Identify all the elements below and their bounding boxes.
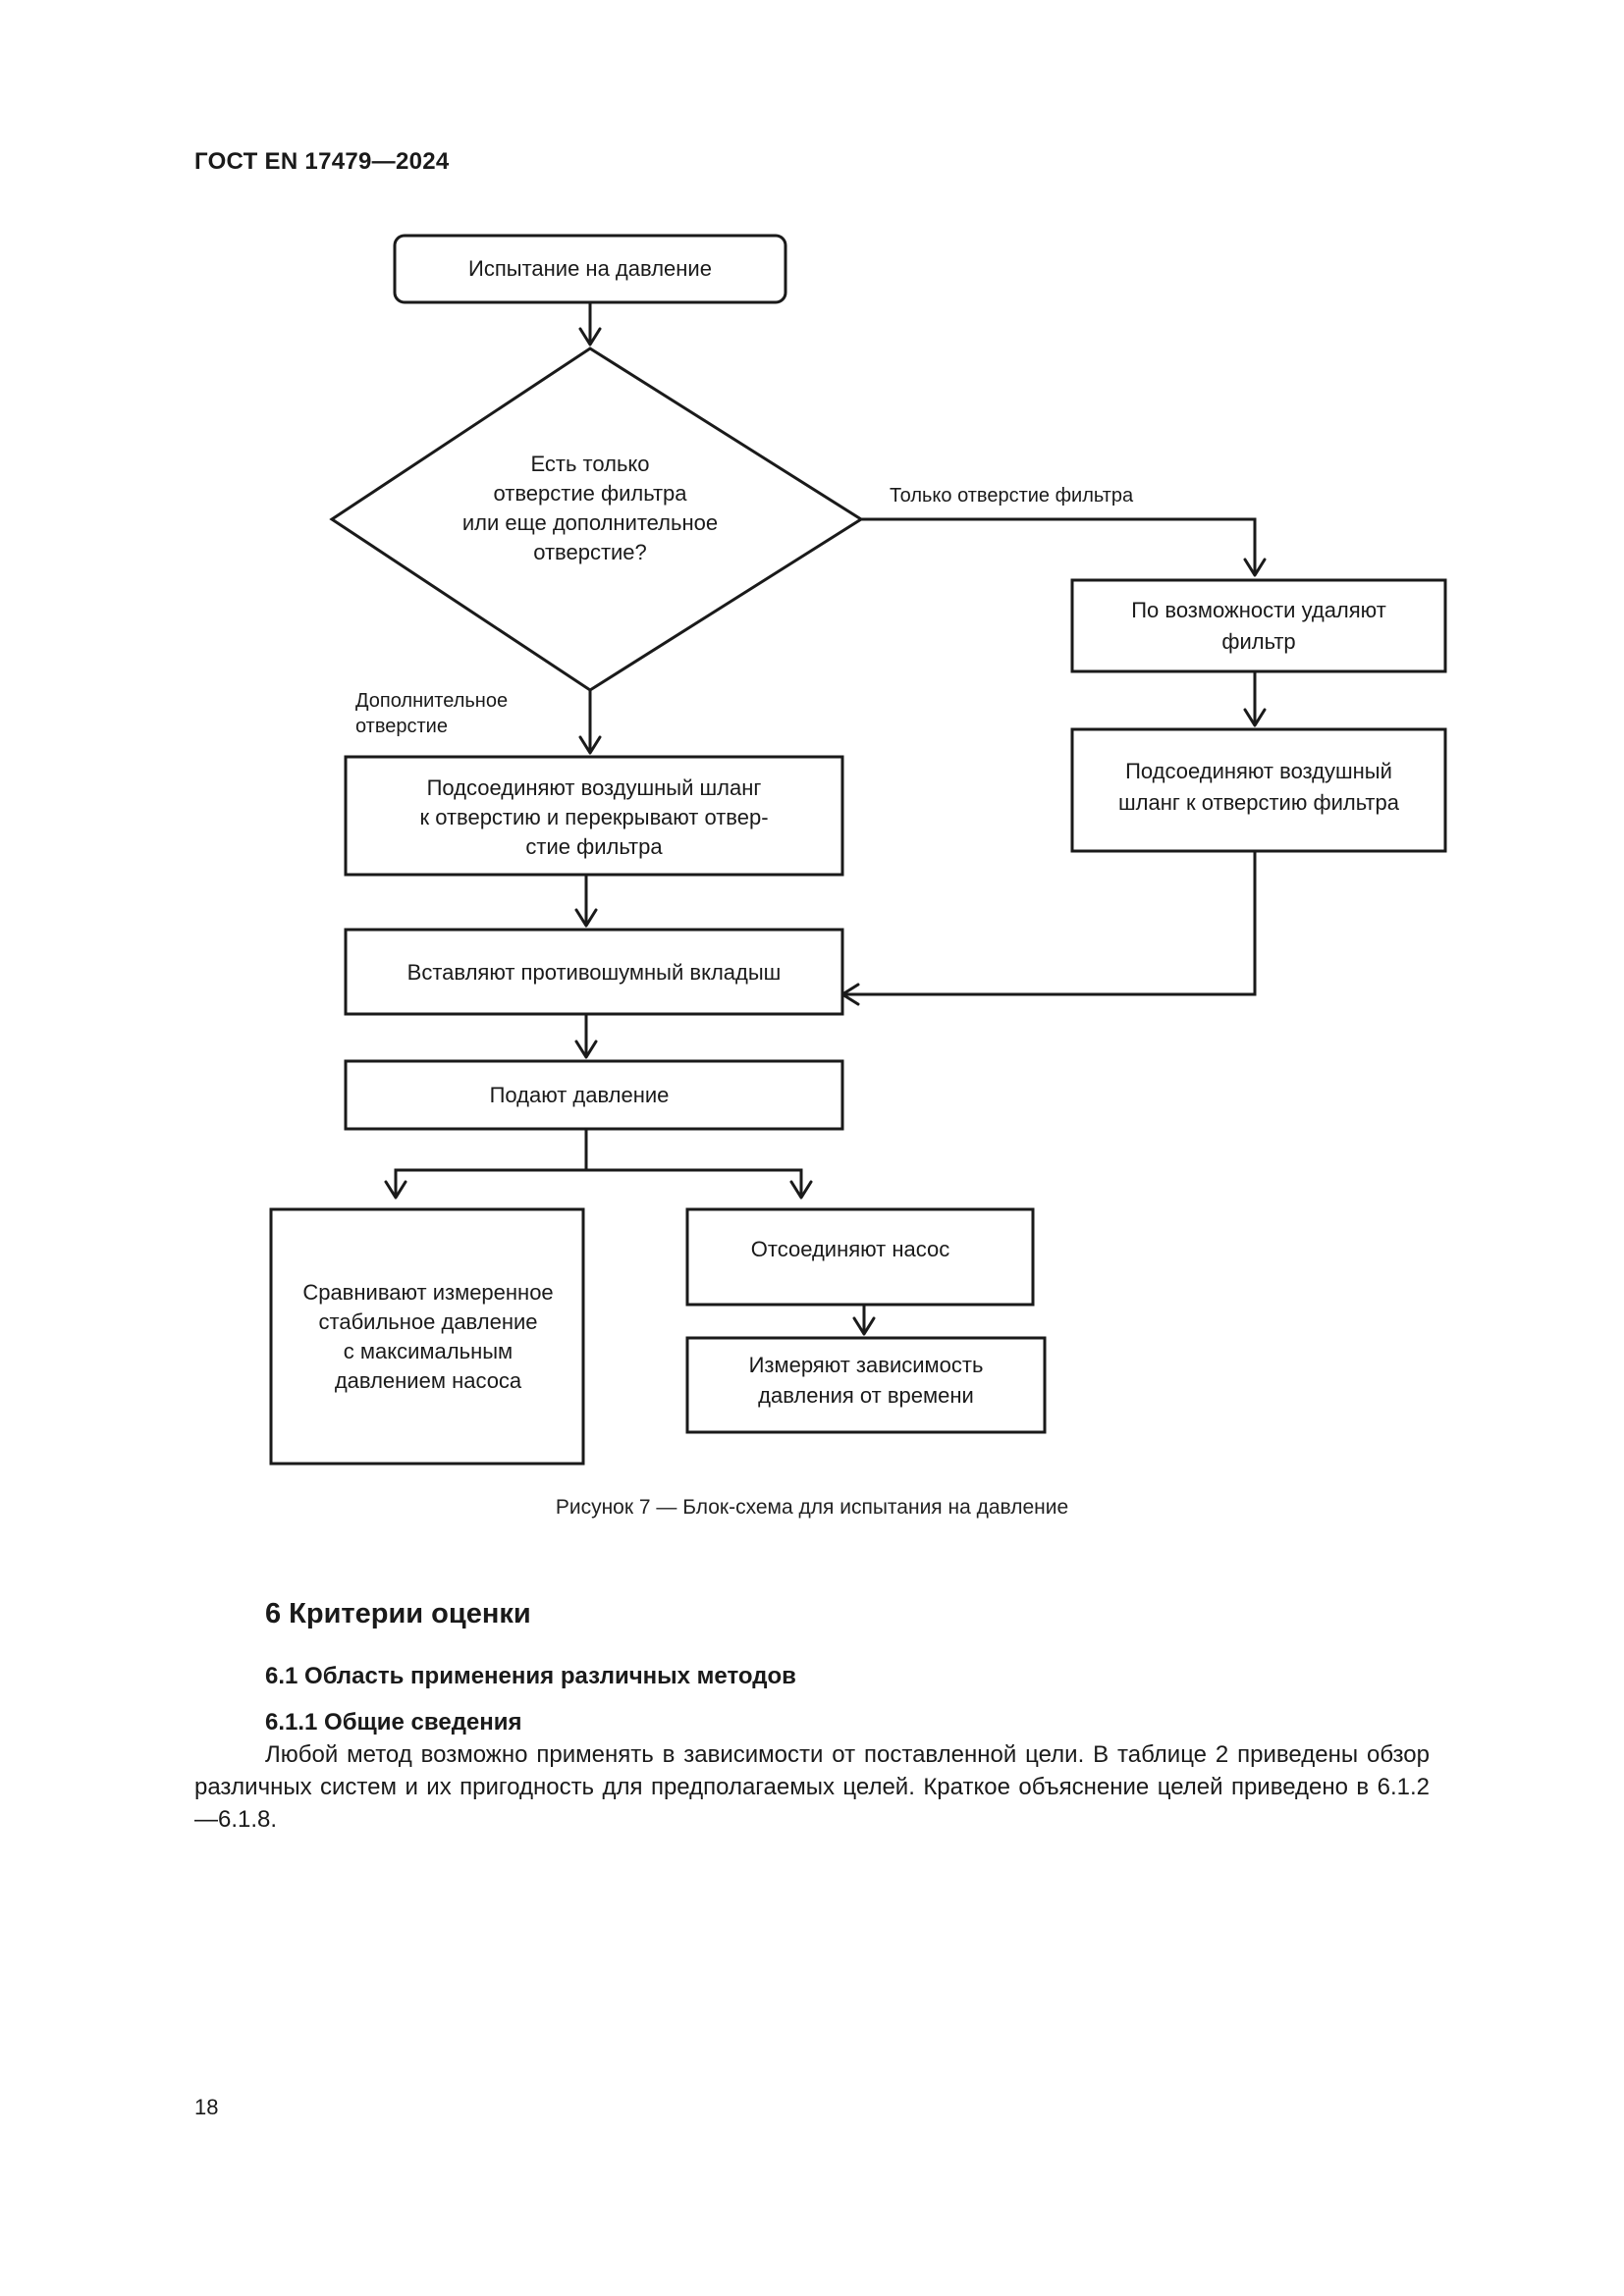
edge-label-additional-2: отверстие (355, 716, 448, 737)
document-header: ГОСТ EN 17479—2024 (194, 148, 450, 175)
figure-caption: Рисунок 7 — Блок-схема для испытания на … (555, 1496, 1069, 1519)
measure-node: Измеряют зависимость давления от времени (685, 1336, 1047, 1434)
remove-filter-line-1: По возможности удаляют (1131, 598, 1386, 622)
subsubsection-title: 6.1.1 Общие сведения (265, 1709, 522, 1735)
body-paragraph: Любой метод возможно применять в зависим… (194, 1741, 1430, 1833)
compare-line-4: давлением насоса (335, 1368, 522, 1393)
arrowhead (852, 1316, 876, 1336)
connect-filter-node: Подсоединяют воздушный шланг к отверстию… (1070, 727, 1447, 853)
arrowhead (1243, 708, 1267, 727)
edge-decision-right (861, 517, 1257, 575)
disconnect-pump-text: Отсоединяют насос (751, 1237, 949, 1261)
decision-line-4: отверстие? (533, 540, 647, 564)
connect-filter-line-1: Подсоединяют воздушный (1125, 759, 1392, 783)
compare-line-3: с максимальным (344, 1339, 513, 1363)
compare-line-2: стабильное давление (319, 1309, 538, 1334)
connect-additional-line-2: к отверстию и перекрывают отвер- (419, 805, 768, 829)
compare-node: Сравнивают измеренное стабильное давлени… (269, 1207, 585, 1466)
arrowhead (574, 1040, 598, 1059)
arrowhead (578, 735, 602, 755)
arrowhead (578, 327, 602, 347)
decision-line-2: отверстие фильтра (494, 481, 688, 506)
compare-line-1: Сравнивают измеренное (302, 1280, 553, 1305)
insert-plug-text: Вставляют противошумный вкладыш (407, 960, 782, 985)
page-number: 18 (194, 2095, 219, 2119)
arrowhead (789, 1180, 813, 1200)
measure-line-1: Измеряют зависимость (749, 1353, 984, 1377)
decision-node: Есть только отверстие фильтра или еще до… (329, 347, 864, 692)
remove-filter-line-2: фильтр (1221, 629, 1295, 654)
arrowhead (1243, 558, 1267, 577)
insert-plug-node: Вставляют противошумный вкладыш (344, 928, 844, 1016)
edge-connect-filter-insert (842, 851, 1257, 996)
edge-label-additional-1: Дополнительное (355, 690, 508, 712)
start-node: Испытание на давление (393, 234, 787, 304)
flowchart: Испытание на давление Есть только отверс… (269, 234, 1447, 1466)
arrowhead (574, 908, 598, 928)
edge-pressure-split (394, 1129, 588, 1197)
disconnect-pump-node: Отсоединяют насос (685, 1207, 1035, 1307)
measure-line-2: давления от времени (758, 1383, 974, 1408)
connect-additional-node: Подсоединяют воздушный шланг к отверстию… (344, 755, 844, 877)
decision-line-3: или еще дополнительное (462, 510, 718, 535)
subsection-title: 6.1 Область применения различных методов (265, 1663, 796, 1689)
remove-filter-node: По возможности удаляют фильтр (1070, 578, 1447, 673)
arrowhead (384, 1180, 407, 1200)
connect-filter-line-2: шланг к отверстию фильтра (1118, 790, 1400, 815)
start-node-text: Испытание на давление (468, 256, 712, 281)
connect-additional-line-3: стие фильтра (525, 834, 663, 859)
edge-label-only-filter: Только отверстие фильтра (890, 485, 1134, 507)
apply-pressure-node: Подают давление (344, 1059, 844, 1131)
edge-pressure-split-right (586, 1168, 803, 1197)
connect-additional-line-1: Подсоединяют воздушный шланг (427, 775, 762, 800)
decision-line-1: Есть только (530, 452, 649, 476)
section-title: 6 Критерии оценки (265, 1598, 531, 1629)
apply-pressure-text: Подают давление (490, 1083, 670, 1107)
